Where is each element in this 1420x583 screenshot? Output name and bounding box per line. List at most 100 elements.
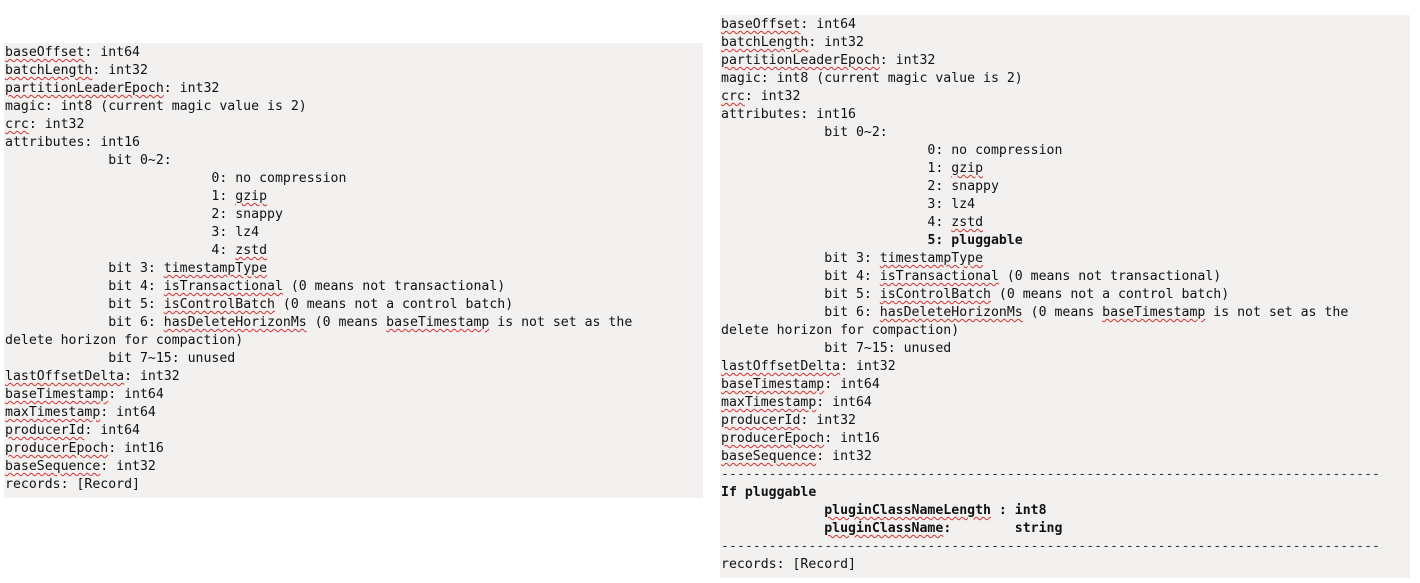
schema-text: : int32 xyxy=(816,449,872,464)
field-name: pluginClassName xyxy=(824,521,944,536)
field-name: batchLength xyxy=(721,35,809,50)
schema-line: bit 0~2: xyxy=(5,152,632,170)
field-name: isControlBatch xyxy=(163,297,275,312)
schema-line: bit 3: timestampType xyxy=(5,260,632,278)
schema-line: maxTimestamp: int64 xyxy=(5,404,632,422)
schema-text: : int32 xyxy=(879,53,936,68)
schema-line: producerId: int64 xyxy=(5,422,632,440)
schema-text: records: [Record] xyxy=(721,557,856,572)
schema-text: bit 6: xyxy=(721,305,880,320)
schema-text: (0 means not a control batch) xyxy=(274,297,514,312)
schema-text: : string xyxy=(943,521,1063,536)
field-name: pluginClassNameLength xyxy=(824,503,991,518)
schema-line: bit 4: isTransactional (0 means not tran… xyxy=(721,268,1380,286)
schema-line: bit 6: hasDeleteHorizonMs (0 means baseT… xyxy=(5,314,632,332)
field-name: gzip xyxy=(235,189,268,204)
schema-text: 3: lz4 xyxy=(721,197,976,212)
schema-line: delete horizon for compaction) xyxy=(5,332,632,350)
schema-line: producerEpoch: int16 xyxy=(5,440,632,458)
schema-line: 3: lz4 xyxy=(5,224,632,242)
schema-line: 1: gzip xyxy=(721,160,1380,178)
schema-line: bit 4: isTransactional (0 means not tran… xyxy=(5,278,632,296)
field-name: maxTimestamp xyxy=(721,395,817,410)
field-name: isTransactional xyxy=(879,269,999,284)
schema-text: 0: no compression xyxy=(721,143,1063,158)
schema-text: : int8 xyxy=(990,503,1047,518)
schema-text: (0 means not transactional) xyxy=(282,279,506,294)
schema-text: : int64 xyxy=(800,17,856,32)
schema-text: : int32 xyxy=(100,459,156,474)
schema-text: bit 0~2: xyxy=(5,153,172,168)
schema-line: partitionLeaderEpoch: int32 xyxy=(721,52,1380,70)
schema-text: 1: xyxy=(5,189,236,204)
schema-text: bit 7~15: unused xyxy=(721,341,952,356)
field-name: baseTimestamp xyxy=(1102,305,1206,320)
schema-text: 4: xyxy=(721,215,952,230)
schema-text: : int16 xyxy=(824,431,880,446)
schema-line: bit 5: isControlBatch (0 means not a con… xyxy=(721,286,1380,304)
schema-text: : int64 xyxy=(108,387,164,402)
schema-line: 4: zstd xyxy=(5,242,632,260)
schema-text: 1: xyxy=(721,161,952,176)
schema-line: baseTimestamp: int64 xyxy=(5,386,632,404)
schema-text: attributes: int16 xyxy=(5,135,140,150)
schema-text: 2: snappy xyxy=(5,207,283,222)
schema-line: 4: zstd xyxy=(721,214,1380,232)
field-name: lastOffsetDelta xyxy=(721,359,841,374)
field-name: hasDeleteHorizonMs xyxy=(879,305,1023,320)
schema-line: crc: int32 xyxy=(5,116,632,134)
schema-text: delete horizon for compaction) xyxy=(721,323,960,338)
schema-line: crc: int32 xyxy=(721,88,1380,106)
schema-text: 2: snappy xyxy=(721,179,999,194)
schema-text: If pluggable xyxy=(721,485,817,500)
schema-text: magic: int8 (current magic value is 2) xyxy=(721,71,1023,86)
field-name: lastOffsetDelta xyxy=(5,369,125,384)
field-name: zstd xyxy=(235,243,268,258)
schema-line: bit 0~2: xyxy=(721,124,1380,142)
field-name: hasDeleteHorizonMs xyxy=(163,315,307,330)
field-name: baseTimestamp xyxy=(721,377,825,392)
schema-text: ----------------------------------------… xyxy=(721,539,1380,554)
schema-text: : int32 xyxy=(163,81,220,96)
schema-line: bit 7~15: unused xyxy=(721,340,1380,358)
schema-text: : int64 xyxy=(824,377,880,392)
schema-line: pluginClassNameLength : int8 xyxy=(721,502,1380,520)
schema-text: : int64 xyxy=(84,423,140,438)
schema-text: attributes: int16 xyxy=(721,107,856,122)
field-name: timestampType xyxy=(879,251,984,266)
schema-line: magic: int8 (current magic value is 2) xyxy=(5,98,632,116)
schema-line: bit 6: hasDeleteHorizonMs (0 means baseT… xyxy=(721,304,1380,322)
schema-line: pluginClassName: string xyxy=(721,520,1380,538)
field-name: baseOffset xyxy=(5,45,85,60)
schema-line: baseSequence: int32 xyxy=(721,448,1380,466)
schema-line: bit 3: timestampType xyxy=(721,250,1380,268)
schema-text: : int32 xyxy=(744,89,801,104)
schema-line: ----------------------------------------… xyxy=(721,466,1380,484)
schema-line: attributes: int16 xyxy=(721,106,1380,124)
schema-line: bit 5: isControlBatch (0 means not a con… xyxy=(5,296,632,314)
schema-text: bit 5: xyxy=(721,287,880,302)
schema-text: (0 means not transactional) xyxy=(998,269,1222,284)
field-name: partitionLeaderEpoch xyxy=(5,81,164,96)
field-name: producerEpoch xyxy=(5,441,109,456)
schema-text: bit 6: xyxy=(5,315,164,330)
field-name: zstd xyxy=(951,215,984,230)
schema-text xyxy=(721,521,824,536)
field-name: isTransactional xyxy=(163,279,283,294)
schema-text: 3: lz4 xyxy=(5,225,260,240)
schema-line: 1: gzip xyxy=(5,188,632,206)
schema-text xyxy=(721,233,927,248)
schema-text: : int32 xyxy=(808,35,864,50)
field-name: baseOffset xyxy=(721,17,801,32)
field-name: timestampType xyxy=(163,261,268,276)
field-name: baseSequence xyxy=(721,449,817,464)
schema-text: : int16 xyxy=(108,441,164,456)
schema-text: (0 means xyxy=(306,315,387,330)
schema-line: baseSequence: int32 xyxy=(5,458,632,476)
schema-line: bit 7~15: unused xyxy=(5,350,632,368)
schema-line: 2: snappy xyxy=(5,206,632,224)
schema-line: records: [Record] xyxy=(5,476,632,494)
